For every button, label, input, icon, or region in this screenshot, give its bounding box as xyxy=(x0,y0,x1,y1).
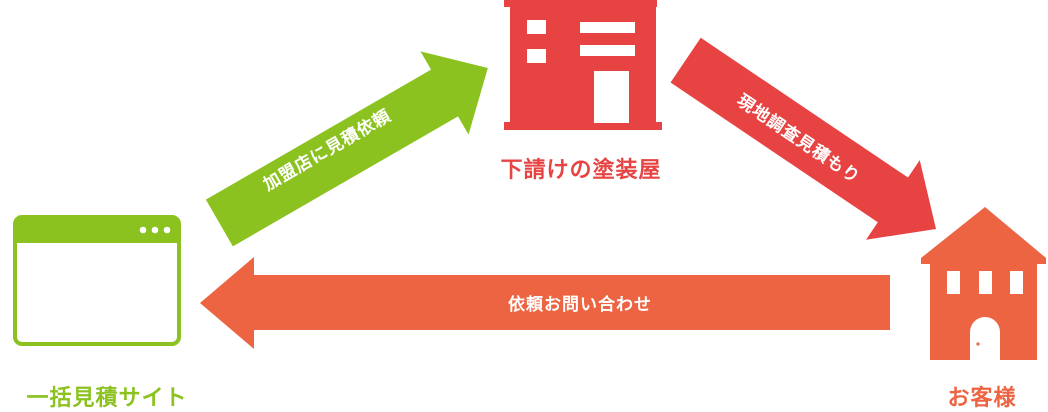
painter-label: 下請けの塗装屋 xyxy=(500,158,662,183)
arrow-customer-to-site-label: 依頼お問い合わせ xyxy=(508,295,652,315)
arrow-painter-to-customer xyxy=(670,37,937,240)
arrow-site-to-painter xyxy=(205,51,488,247)
site-label: 一括見積サイト xyxy=(26,386,188,411)
browser-window-icon xyxy=(13,215,181,346)
house-icon xyxy=(921,207,1046,360)
building-icon xyxy=(504,0,662,130)
arrow-customer-to-site xyxy=(200,257,890,349)
customer-label: お客様 xyxy=(947,386,1017,411)
